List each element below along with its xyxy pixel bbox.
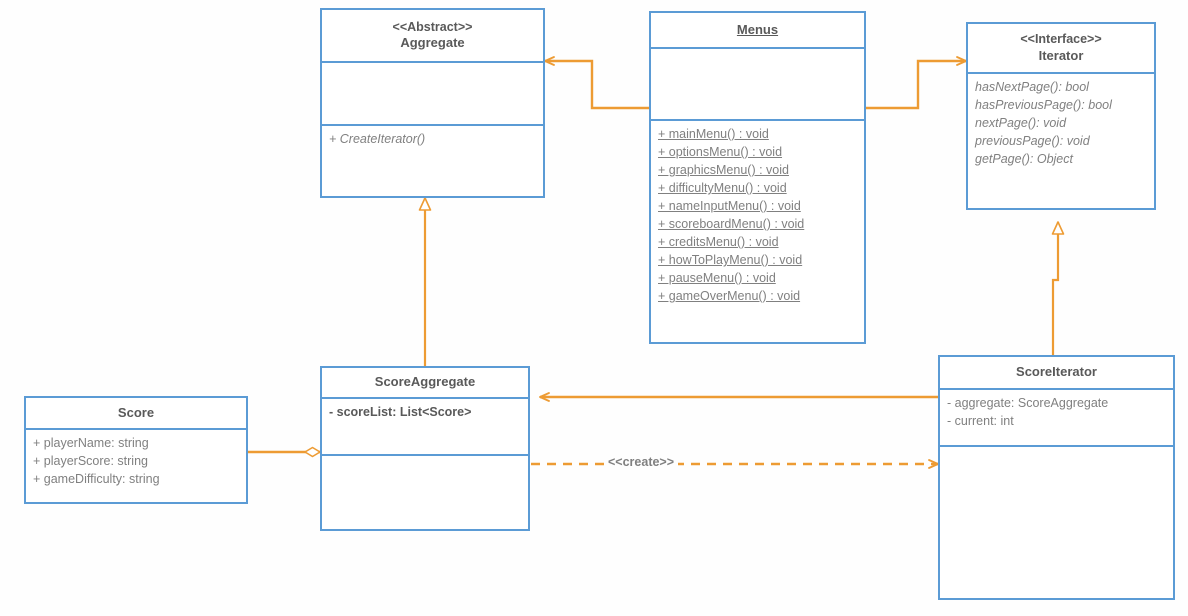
class-header-score: Score	[26, 398, 246, 430]
connector-menus-to-aggregate	[544, 56, 649, 110]
class-box-score[interactable]: Score + playerName: string + playerScore…	[24, 396, 248, 504]
class-member: + CreateIterator()	[329, 132, 426, 146]
class-box-aggregate[interactable]: <<Abstract>> Aggregate + CreateIterator(…	[320, 8, 545, 198]
class-member: + gameDifficulty: string	[33, 472, 160, 486]
class-attributes-scoreiterator: - aggregate: ScoreAggregate - current: i…	[940, 390, 1173, 447]
class-attributes-scoreaggregate: - scoreList: List<Score>	[322, 399, 528, 456]
class-member: + difficultyMenu() : void	[658, 181, 787, 195]
class-member: hasNextPage(): bool	[975, 80, 1089, 94]
class-member: previousPage(): void	[975, 134, 1090, 148]
class-member: + optionsMenu() : void	[658, 145, 783, 159]
class-operations-menus: + mainMenu() : void + optionsMenu() : vo…	[651, 121, 864, 309]
class-member: - aggregate: ScoreAggregate	[947, 396, 1109, 410]
class-header-scoreaggregate: ScoreAggregate	[322, 368, 528, 399]
class-name-menus: Menus	[736, 21, 779, 37]
class-member: - scoreList: List<Score>	[329, 405, 472, 419]
class-name-aggregate: Aggregate	[400, 35, 465, 51]
class-box-iterator[interactable]: <<Interface>> Iterator hasNextPage(): bo…	[966, 22, 1156, 210]
class-name-score: Score	[117, 404, 155, 420]
class-attributes-aggregate	[322, 63, 543, 126]
class-member: + graphicsMenu() : void	[658, 163, 789, 177]
class-stereotype-iterator: <<Interface>>	[1020, 32, 1102, 47]
class-name-scoreaggregate: ScoreAggregate	[374, 374, 476, 390]
class-box-scoreaggregate[interactable]: ScoreAggregate - scoreList: List<Score>	[320, 366, 530, 531]
class-member: + playerName: string	[33, 436, 149, 450]
class-header-scoreiterator: ScoreIterator	[940, 357, 1173, 390]
class-member: getPage(): Object	[975, 152, 1073, 166]
class-member: + gameOverMenu() : void	[658, 289, 801, 303]
class-header-aggregate: <<Abstract>> Aggregate	[322, 10, 543, 63]
class-header-iterator: <<Interface>> Iterator	[968, 24, 1154, 74]
class-stereotype-aggregate: <<Abstract>>	[392, 19, 473, 34]
class-member: nextPage(): void	[975, 116, 1067, 130]
class-member: + mainMenu() : void	[658, 127, 769, 141]
class-member: + creditsMenu() : void	[658, 235, 779, 249]
class-box-scoreiterator[interactable]: ScoreIterator - aggregate: ScoreAggregat…	[938, 355, 1175, 600]
class-member: + howToPlayMenu() : void	[658, 253, 803, 267]
class-member: + scoreboardMenu() : void	[658, 217, 805, 231]
class-member: - current: int	[947, 414, 1014, 428]
class-member: + pauseMenu() : void	[658, 271, 776, 285]
class-name-scoreiterator: ScoreIterator	[1016, 364, 1097, 380]
class-operations-aggregate: + CreateIterator()	[322, 126, 543, 152]
class-member: hasPreviousPage(): bool	[975, 98, 1112, 112]
class-member: + playerScore: string	[33, 454, 148, 468]
class-attributes-score: + playerName: string + playerScore: stri…	[26, 430, 246, 492]
class-name-iterator: Iterator	[1038, 47, 1084, 63]
connector-label-create: <<create>>	[604, 455, 679, 469]
class-member: + nameInputMenu() : void	[658, 199, 801, 213]
connector-scoreiterator-to-iterator	[1051, 221, 1065, 355]
class-box-menus[interactable]: Menus + mainMenu() : void + optionsMenu(…	[649, 11, 866, 344]
class-operations-iterator: hasNextPage(): bool hasPreviousPage(): b…	[968, 74, 1154, 172]
class-attributes-menus	[651, 49, 864, 121]
class-header-menus: Menus	[651, 13, 864, 49]
connector-menus-to-iterator	[866, 56, 967, 110]
